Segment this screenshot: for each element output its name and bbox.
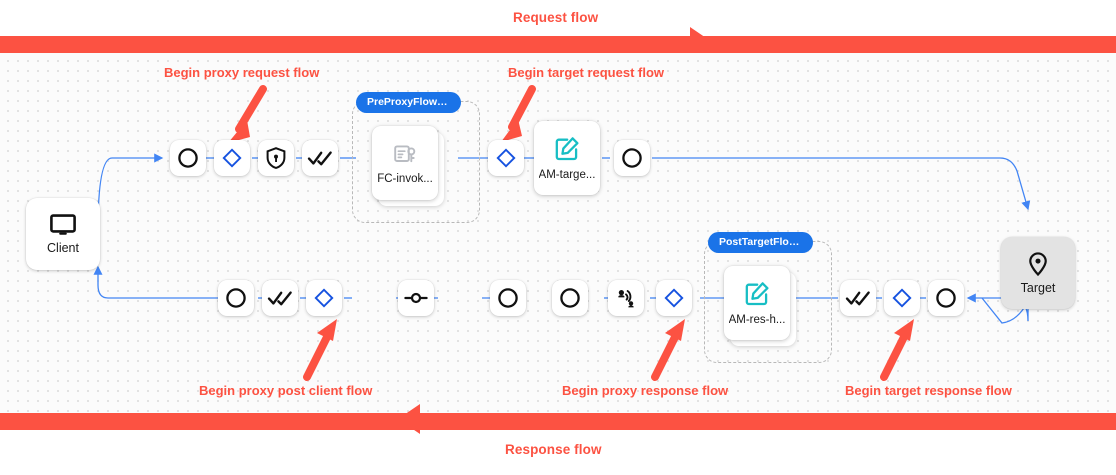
callout-label-begin-proxy-response-flow: Begin proxy response flow	[562, 383, 729, 398]
diamond-icon	[496, 148, 516, 168]
circle-icon	[226, 288, 246, 308]
node-target-label: Target	[1020, 280, 1056, 295]
circle-icon	[622, 148, 642, 168]
double-check-icon	[845, 291, 870, 306]
circle-icon	[178, 148, 198, 168]
policy-card-am-res-h[interactable]: AM-res-h...	[724, 266, 790, 340]
callout-label-begin-proxy-request-flow: Begin proxy request flow	[164, 65, 320, 80]
diamond-icon	[892, 288, 912, 308]
callout-arrow-begin-proxy-request-flow	[228, 85, 267, 143]
double-check-icon	[307, 151, 332, 166]
edit-square-icon	[555, 136, 579, 160]
callout-arrow-begin-target-response-flow	[880, 319, 914, 381]
location-pin-icon	[1029, 251, 1047, 276]
node-res-proxy-flow-marker[interactable]	[656, 280, 692, 316]
double-check-icon	[267, 291, 292, 306]
node-req-security[interactable]	[258, 140, 294, 176]
node-target[interactable]: Target	[1001, 237, 1075, 309]
edge-layer	[93, 153, 1031, 324]
callout-arrow-begin-proxy-response-flow	[651, 319, 685, 381]
request-flow-bar	[0, 36, 1116, 53]
node-res-mid-1[interactable]	[490, 280, 526, 316]
request-flow-arrowhead-icon	[690, 27, 712, 57]
flow-badge-preproxyflowhook[interactable]: PreProxyFlowH...	[356, 92, 461, 113]
callout-label-begin-proxy-post-client-flow: Begin proxy post client flow	[199, 383, 373, 398]
policy-card-am-res-h-label: AM-res-h...	[728, 313, 786, 326]
flow-badge-posttargetflow[interactable]: PostTargetFlow...	[708, 232, 813, 253]
response-flow-bar	[0, 413, 1116, 430]
node-res-verify-2[interactable]	[840, 280, 876, 316]
diagram-canvas[interactable]: Begin proxy request flow Begin target re…	[0, 53, 1116, 413]
callout-label-begin-target-request-flow: Begin target request flow	[508, 65, 665, 80]
node-client[interactable]: Client	[26, 198, 100, 270]
diamond-icon	[222, 148, 242, 168]
node-res-broadcast[interactable]	[608, 280, 644, 316]
diamond-icon	[314, 288, 334, 308]
node-link-icon	[404, 292, 428, 304]
broadcast-icon	[618, 290, 634, 308]
node-res-end[interactable]	[928, 280, 964, 316]
callout-arrow-begin-target-request-flow	[501, 85, 536, 142]
monitor-icon	[50, 213, 76, 235]
node-req-start[interactable]	[170, 140, 206, 176]
policy-card-am-target-label: AM-targe...	[538, 168, 596, 181]
shield-lock-icon	[266, 147, 286, 169]
callout-label-begin-target-response-flow: Begin target response flow	[845, 383, 1012, 398]
circle-icon	[936, 288, 956, 308]
policy-key-icon	[394, 144, 416, 162]
node-req-verify[interactable]	[302, 140, 338, 176]
node-res-verify[interactable]	[262, 280, 298, 316]
policy-card-fc-invoke-label: FC-invok...	[377, 172, 433, 185]
node-res-mid-2[interactable]	[552, 280, 588, 316]
policy-card-am-target[interactable]: AM-targe...	[534, 121, 600, 195]
response-flow-label: Response flow	[505, 442, 602, 457]
policy-card-fc-invoke[interactable]: FC-invok...	[372, 126, 438, 200]
node-req-end[interactable]	[614, 140, 650, 176]
node-client-label: Client	[47, 240, 79, 255]
node-res-connector[interactable]	[398, 280, 434, 316]
edit-square-icon	[745, 281, 769, 305]
diamond-icon	[664, 288, 684, 308]
node-req-proxy-flow-marker[interactable]	[214, 140, 250, 176]
circle-icon	[560, 288, 580, 308]
callout-arrow-begin-proxy-post-client-flow	[303, 319, 337, 381]
request-flow-label: Request flow	[513, 10, 599, 25]
node-res-postclient-flow-marker[interactable]	[306, 280, 342, 316]
node-res-target-flow-marker[interactable]	[884, 280, 920, 316]
node-req-target-flow-marker[interactable]	[488, 140, 524, 176]
response-flow-arrowhead-icon	[398, 404, 420, 434]
node-res-start[interactable]	[218, 280, 254, 316]
circle-icon	[498, 288, 518, 308]
